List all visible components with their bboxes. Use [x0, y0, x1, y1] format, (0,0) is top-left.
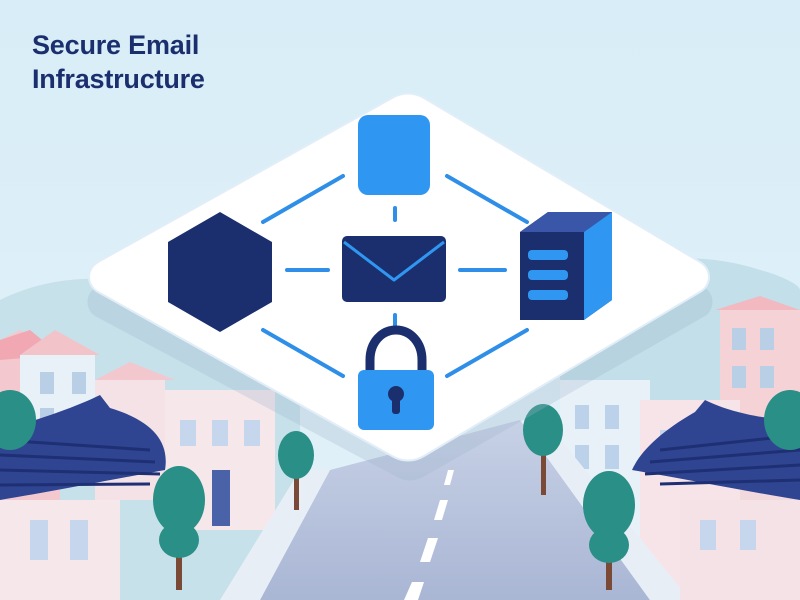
padlock-icon	[358, 325, 434, 430]
envelope-icon	[342, 236, 446, 302]
road-center-dashes	[404, 470, 454, 600]
left-sidewalk	[220, 470, 330, 600]
right-roof	[632, 400, 800, 600]
connector-left-to-bottom	[261, 328, 345, 378]
trees	[0, 390, 800, 590]
hexagon-icon	[168, 212, 272, 332]
connector-right-to-bottom	[445, 328, 529, 378]
server-cube-icon	[520, 212, 612, 320]
title-line-1: Secure Email	[32, 30, 200, 60]
left-roof	[0, 395, 166, 600]
connector-left-to-top	[261, 174, 345, 224]
page-title: Secure Email Infrastructure	[32, 28, 205, 96]
network-connectors	[261, 174, 529, 378]
connector-top-to-right	[445, 174, 529, 224]
app-square-icon	[358, 115, 430, 195]
title-line-2: Infrastructure	[32, 64, 205, 94]
